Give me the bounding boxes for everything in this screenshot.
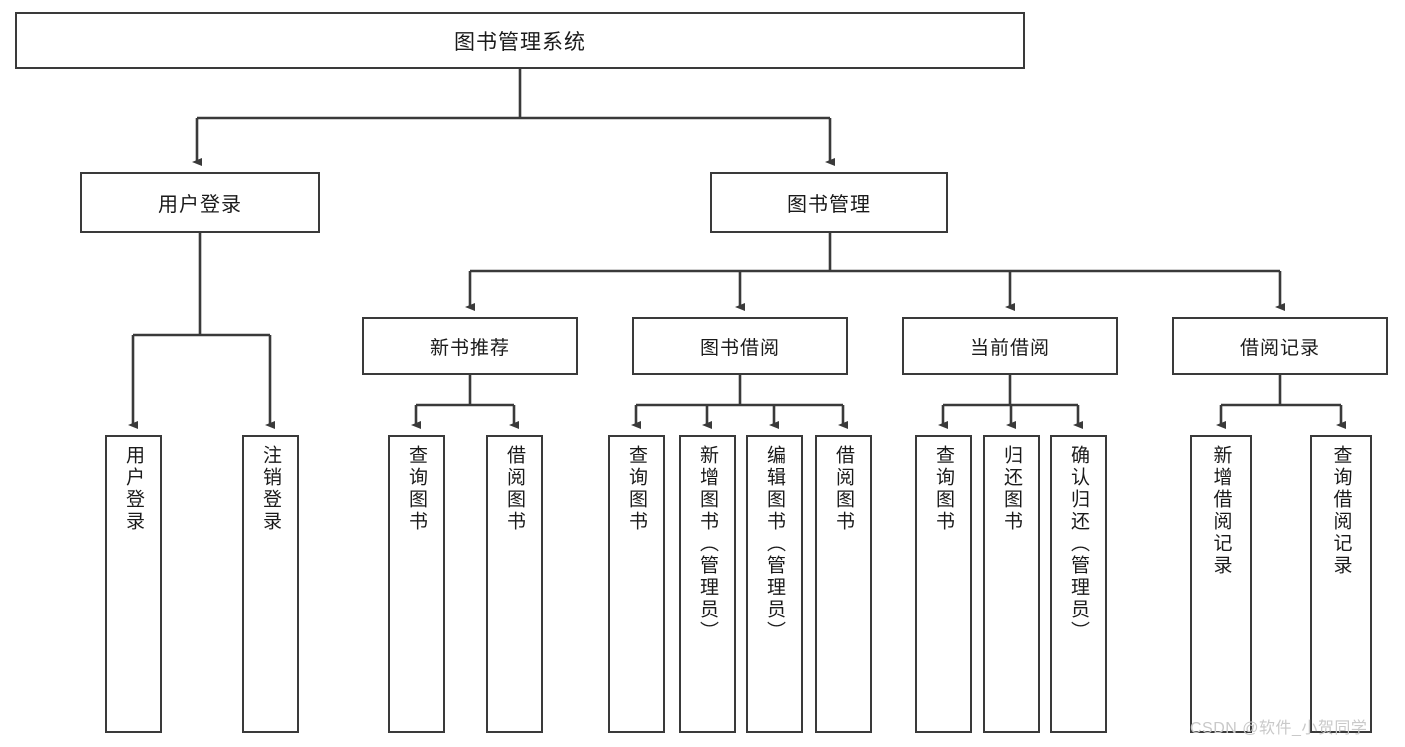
node-book-management[interactable]: 图书管理 <box>710 172 948 233</box>
leaf-label: 注销登录 <box>260 445 281 533</box>
leaf-edit-book-admin[interactable]: 编辑图书（管理员） <box>746 435 803 733</box>
leaf-label: 查询图书 <box>933 445 954 533</box>
node-book-borrow-label: 图书借阅 <box>699 337 780 359</box>
leaf-query-borrow-record[interactable]: 查询借阅记录 <box>1310 435 1372 733</box>
leaf-return-book[interactable]: 归还图书 <box>983 435 1040 733</box>
leaf-query-book-current[interactable]: 查询图书 <box>915 435 972 733</box>
node-book-management-label: 图书管理 <box>787 194 871 216</box>
node-user-login[interactable]: 用户登录 <box>80 172 320 233</box>
leaf-label: 借阅图书 <box>504 445 525 533</box>
node-root-system[interactable]: 图书管理系统 <box>15 12 1025 69</box>
leaf-label: 新增借阅记录 <box>1210 445 1232 577</box>
node-borrow-records-label: 借阅记录 <box>1239 337 1320 359</box>
leaf-logout[interactable]: 注销登录 <box>242 435 299 733</box>
node-borrow-records[interactable]: 借阅记录 <box>1172 317 1388 375</box>
leaf-user-login[interactable]: 用户登录 <box>105 435 162 733</box>
leaf-label: 归还图书 <box>1001 445 1022 533</box>
node-new-book-recommend[interactable]: 新书推荐 <box>362 317 578 375</box>
leaf-confirm-return-admin[interactable]: 确认归还（管理员） <box>1050 435 1107 733</box>
leaf-query-book-borrow[interactable]: 查询图书 <box>608 435 665 733</box>
leaf-label: 编辑图书（管理员） <box>764 445 785 643</box>
leaf-label: 查询借阅记录 <box>1330 445 1352 577</box>
leaf-add-borrow-record[interactable]: 新增借阅记录 <box>1190 435 1252 733</box>
leaf-add-book-admin[interactable]: 新增图书（管理员） <box>679 435 736 733</box>
leaf-label: 确认归还（管理员） <box>1068 445 1089 643</box>
csdn-watermark: CSDN @软件_小贺同学 <box>1190 720 1368 737</box>
leaf-label: 查询图书 <box>406 445 427 533</box>
node-book-borrow[interactable]: 图书借阅 <box>632 317 848 375</box>
node-user-login-label: 用户登录 <box>158 194 242 216</box>
leaf-label: 借阅图书 <box>833 445 854 533</box>
node-current-borrow[interactable]: 当前借阅 <box>902 317 1118 375</box>
leaf-borrow-book-recommend[interactable]: 借阅图书 <box>486 435 543 733</box>
leaf-query-book-recommend[interactable]: 查询图书 <box>388 435 445 733</box>
node-root-label: 图书管理系统 <box>454 30 586 54</box>
node-current-borrow-label: 当前借阅 <box>969 337 1050 359</box>
leaf-label: 查询图书 <box>626 445 647 533</box>
leaf-borrow-book[interactable]: 借阅图书 <box>815 435 872 733</box>
leaf-label: 新增图书（管理员） <box>697 445 718 643</box>
node-new-book-recommend-label: 新书推荐 <box>429 337 510 359</box>
leaf-label: 用户登录 <box>123 445 144 533</box>
